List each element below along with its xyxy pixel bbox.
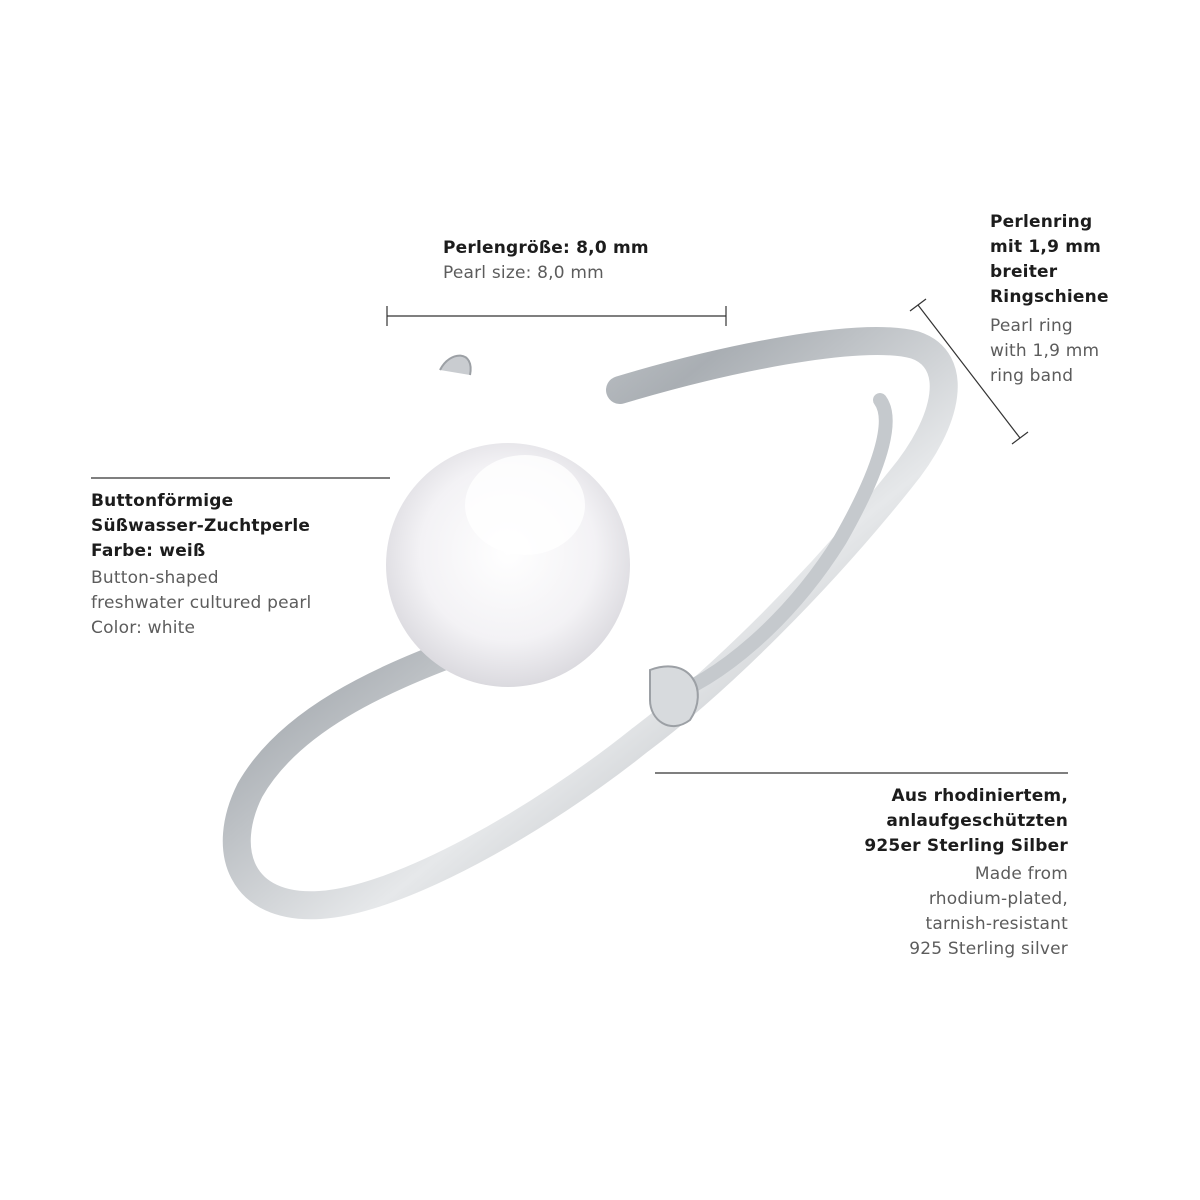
pearl-type-en: Color: white: [91, 618, 196, 638]
ring-band-en: Pearl ring: [990, 316, 1073, 336]
pearl-type-en: freshwater cultured pearl: [91, 593, 312, 613]
ring-band: [222, 327, 958, 920]
pearl-size-de: Perlengröße: 8,0 mm: [443, 238, 649, 258]
material-de: 925er Sterling Silber: [864, 836, 1068, 856]
pearl-type-de: Süßwasser-Zuchtperle: [91, 516, 311, 536]
ring-band-de: breiter: [990, 262, 1058, 282]
ring-band-de: mit 1,9 mm: [990, 237, 1102, 257]
band-width-dimension-line: [909, 298, 1029, 445]
material-de: Aus rhodiniertem,: [891, 786, 1068, 806]
material-en: rhodium-plated,: [928, 889, 1068, 909]
ring-band-de: Perlenring: [990, 212, 1093, 232]
material-de: anlaufgeschützten: [886, 811, 1068, 831]
ring-band-en: ring band: [990, 366, 1074, 386]
ring-band-en: with 1,9 mm: [990, 341, 1100, 361]
pearl-size-label: Perlengröße: 8,0 mm Pearl size: 8,0 mm: [443, 236, 649, 286]
pearl-size-en: Pearl size: 8,0 mm: [443, 263, 604, 283]
material-en: Made from: [974, 864, 1068, 884]
ring-band-label: Perlenring mit 1,9 mm breiter Ringschien…: [990, 210, 1109, 389]
pearl-type-de: Buttonförmige: [91, 491, 234, 511]
pearl-type-de: Farbe: weiß: [91, 541, 206, 561]
material-en: tarnish-resistant: [925, 914, 1068, 934]
material-en: 925 Sterling silver: [909, 939, 1068, 959]
pearl-type-label: Buttonförmige Süßwasser-Zuchtperle Farbe…: [91, 489, 311, 641]
ring-band-de: Ringschiene: [990, 287, 1109, 307]
pearl-size-dimension-line: [386, 306, 727, 326]
material-label: Aus rhodiniertem, anlaufgeschützten 925e…: [864, 784, 1068, 962]
pearl-type-en: Button-shaped: [91, 568, 219, 588]
pearl: [386, 443, 630, 687]
